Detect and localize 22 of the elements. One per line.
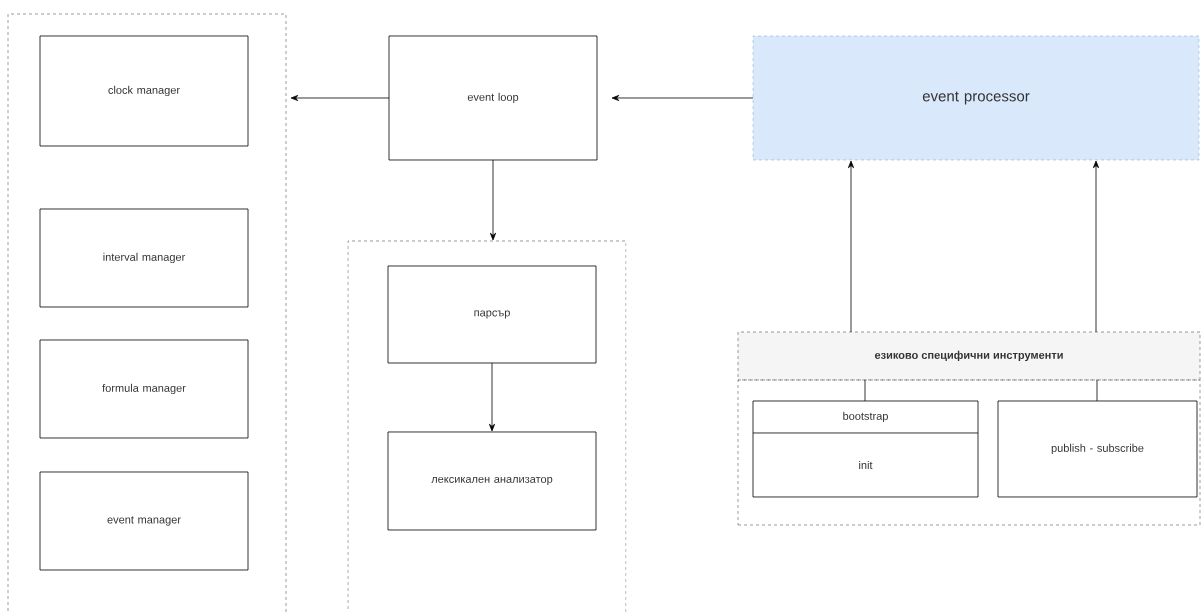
header-band: езиково специфични инструменти: [737, 331, 1201, 381]
group-box: [347, 240, 627, 612]
process-box: event processor: [752, 35, 1200, 161]
process-box: clock manager: [39, 35, 249, 147]
class-box: bootstrap init: [752, 400, 979, 498]
arrow: [1093, 160, 1099, 333]
arrow: [848, 160, 854, 333]
process-box: event loop: [388, 35, 598, 161]
process-box: formula manager: [39, 339, 249, 439]
group-box: [7, 13, 287, 612]
arrow: [489, 362, 495, 432]
process-box: парсър: [387, 265, 597, 364]
arrow: [490, 159, 496, 241]
group-box: [737, 379, 1201, 526]
process-box: event manager: [39, 471, 249, 571]
process-box: interval manager: [39, 208, 249, 308]
connector-line: [1096, 379, 1098, 402]
arrow: [290, 95, 390, 101]
process-box: publish - subscribe: [997, 400, 1198, 498]
arrow: [611, 95, 754, 101]
process-box: лексикален анализатор: [387, 431, 597, 531]
connector-line: [864, 379, 866, 402]
